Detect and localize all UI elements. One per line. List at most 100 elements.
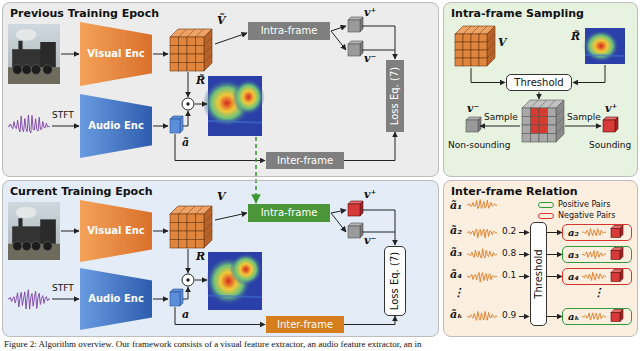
legend-text: Negative Pairs bbox=[558, 211, 616, 220]
waveform bbox=[582, 313, 606, 320]
pair-box: a₄ bbox=[562, 268, 632, 285]
annotation: 0.1 bbox=[502, 270, 516, 281]
math-symbol: Ṽ bbox=[217, 14, 226, 27]
threshold-box: Threshold bbox=[506, 74, 572, 91]
arrow-line bbox=[183, 111, 188, 126]
arrow-line bbox=[362, 50, 395, 51]
annotation: 0.9 bbox=[502, 310, 516, 321]
arrow-line bbox=[61, 231, 79, 232]
node-label: Inter-frame bbox=[277, 155, 333, 167]
arrow-line bbox=[331, 213, 346, 232]
arrow-line bbox=[519, 232, 529, 233]
reuse-arrow bbox=[255, 137, 257, 203]
math-symbol: v⁻ bbox=[364, 234, 376, 247]
node-label: aₖ bbox=[568, 311, 580, 323]
feature-cube bbox=[611, 226, 623, 238]
math-symbol: V bbox=[217, 190, 226, 203]
arrow-line bbox=[195, 280, 207, 281]
arrow-line bbox=[471, 68, 505, 83]
pair-box: a₂ bbox=[562, 224, 632, 241]
arrow-line bbox=[480, 126, 520, 127]
panel: Current Training EpochVisual EncIntra-fr… bbox=[2, 180, 439, 337]
arrow-line bbox=[195, 104, 207, 105]
node-label: Visual Enc bbox=[87, 48, 145, 60]
waveform bbox=[467, 249, 497, 259]
waveform bbox=[8, 115, 50, 133]
heatmap bbox=[203, 76, 265, 136]
heatmap bbox=[583, 28, 625, 64]
feature-cube bbox=[455, 26, 495, 66]
train-photo bbox=[8, 24, 60, 84]
feature-cube bbox=[348, 41, 363, 56]
panel-ground bbox=[443, 180, 638, 337]
annotation: 0.8 bbox=[502, 248, 516, 259]
panel-title: Previous Training Epoch bbox=[10, 7, 159, 20]
legend-entry: Positive Pairs bbox=[538, 199, 610, 210]
feature-cube bbox=[348, 17, 363, 32]
hadamard-symbol bbox=[182, 274, 194, 286]
connector bbox=[344, 132, 395, 161]
node-label: Loss Eq. (7) bbox=[389, 252, 401, 310]
connector bbox=[547, 276, 562, 277]
math-symbol: ã₃ bbox=[450, 246, 462, 259]
math-symbol: V bbox=[498, 36, 507, 49]
panel-title: Inter-frame Relation bbox=[451, 185, 578, 198]
heatmap bbox=[206, 252, 262, 310]
encoder-block: Audio Enc bbox=[80, 94, 152, 158]
feature-cube bbox=[348, 201, 363, 216]
waveform bbox=[582, 229, 606, 236]
arrow-line bbox=[519, 254, 529, 255]
math-symbol: ã₁ bbox=[450, 199, 462, 212]
annotation: 0.2 bbox=[502, 226, 516, 237]
math-symbol: ã₂ bbox=[450, 224, 462, 237]
panel-ground bbox=[2, 2, 439, 177]
math-symbol: v⁻ bbox=[364, 52, 376, 65]
pair-box: aₖ bbox=[562, 308, 632, 325]
math-symbol: v⁺ bbox=[364, 6, 376, 19]
node-label: Threshold bbox=[514, 77, 563, 89]
node-label: Intra-frame bbox=[261, 25, 318, 37]
panel: Intra-frame SamplingThreshold bbox=[443, 2, 638, 177]
arrow-line bbox=[52, 126, 79, 127]
arrow-line bbox=[565, 126, 601, 127]
hadamard-symbol bbox=[182, 98, 194, 110]
arrow-line bbox=[188, 72, 189, 97]
arrow-line bbox=[362, 232, 395, 233]
panel-ground bbox=[2, 180, 439, 337]
legend-entry: Negative Pairs bbox=[538, 210, 616, 221]
waveform bbox=[467, 272, 497, 282]
encoder-block: Visual Enc bbox=[80, 200, 152, 262]
train-photo bbox=[8, 202, 60, 260]
connector bbox=[547, 232, 562, 233]
feature-cube bbox=[611, 248, 623, 260]
arrow-line bbox=[331, 31, 346, 50]
figure-caption: Figure 2: Algorithm overview. Our framew… bbox=[4, 339, 422, 350]
arrow-line bbox=[331, 26, 346, 31]
connector bbox=[547, 316, 562, 317]
node-label: Loss Eq. (7) bbox=[389, 67, 401, 125]
feature-cube bbox=[466, 117, 481, 132]
arrow-line bbox=[539, 92, 540, 99]
arrow-line bbox=[331, 210, 346, 213]
module-box: Inter-frame bbox=[266, 316, 344, 333]
arrow-line bbox=[153, 299, 168, 300]
math-symbol: a bbox=[182, 308, 189, 321]
arrow-line bbox=[153, 231, 168, 232]
math-symbol: v⁻ bbox=[467, 102, 479, 115]
encoder-block: Audio Enc bbox=[80, 268, 152, 330]
feature-cube bbox=[611, 270, 623, 282]
arrow-line bbox=[153, 126, 168, 127]
math-symbol: ⋮ bbox=[453, 286, 464, 299]
arrow-line bbox=[573, 65, 605, 83]
pair-box: a₃ bbox=[562, 246, 632, 263]
annotation: Sample bbox=[484, 112, 518, 123]
arrow-line bbox=[175, 307, 265, 325]
panel-ground bbox=[443, 2, 638, 177]
math-symbol: v⁺ bbox=[605, 102, 617, 115]
connector bbox=[344, 316, 395, 325]
annotation: Sample bbox=[567, 112, 601, 123]
loss-box: Loss Eq. (7) bbox=[386, 60, 404, 132]
annotation: Sounding bbox=[589, 140, 631, 151]
math-symbol: R bbox=[196, 250, 205, 263]
arrow-line bbox=[215, 33, 247, 44]
